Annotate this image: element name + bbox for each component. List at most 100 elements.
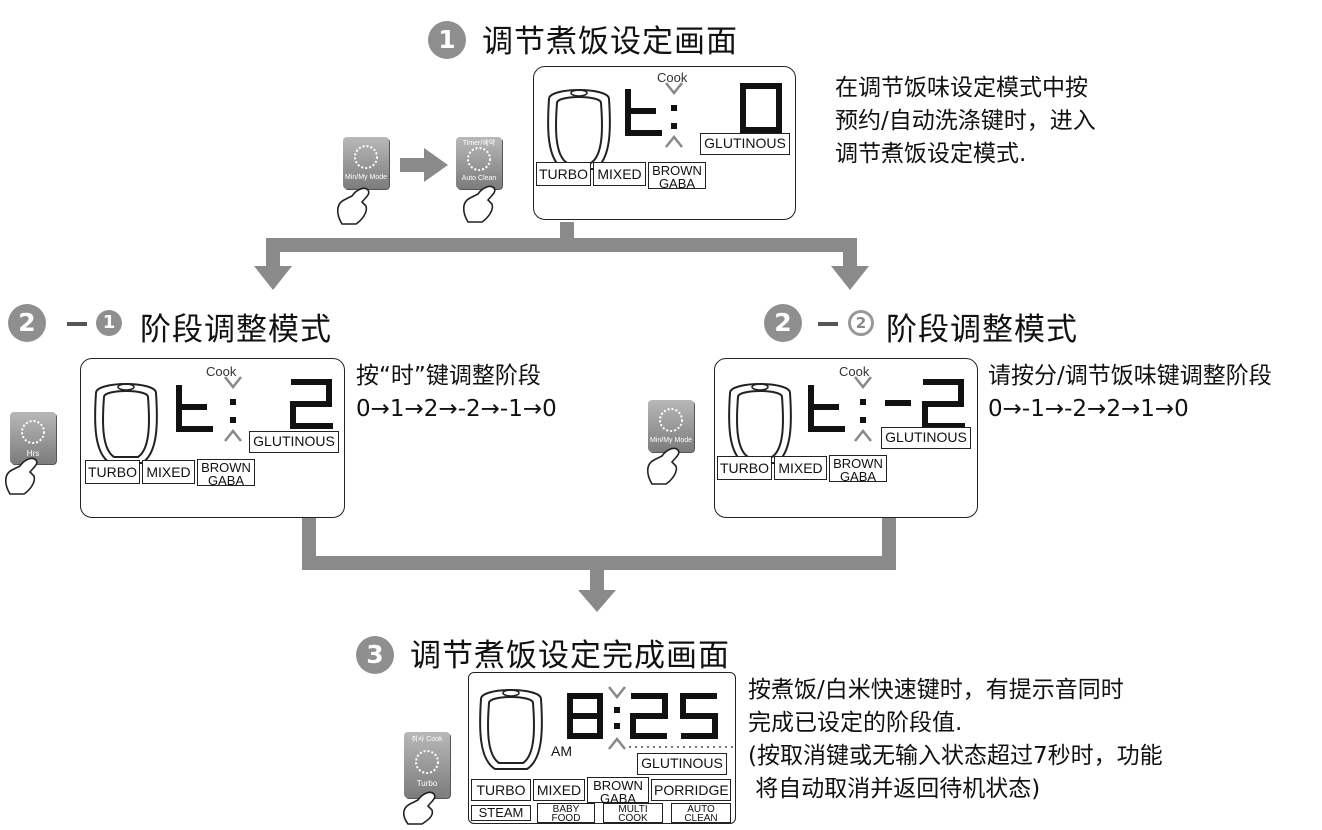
cook-indicator: Cook: [839, 364, 870, 379]
step2b-description: 请按分/调节饭味键调整阶段 0→-1→-2→2→1→0: [988, 360, 1272, 426]
timer-label: Timer/예약: [462, 140, 496, 147]
step2b-dash: [818, 322, 838, 326]
multi-cook-label: MULTI COOK: [603, 803, 663, 824]
turbo-label: TURBO: [717, 456, 772, 480]
button-ring-icon: [21, 420, 45, 444]
min-my-mode-label: Min/My Mode: [344, 174, 387, 181]
step1-desc-line1: 在调节饭味设定模式中按: [835, 75, 1088, 101]
brown-gaba-label: BROWN GABA: [587, 777, 649, 806]
min-my-mode-button[interactable]: Min/My Mode: [343, 137, 389, 189]
cook-turbo-button[interactable]: 취사 Cook Turbo: [404, 732, 450, 798]
cook-text: COOK: [618, 813, 648, 824]
glutinous-label: GLUTINOUS: [637, 753, 727, 775]
segment-digit-8: [567, 693, 603, 739]
step3-desc-line2: 完成已设定的阶段值.: [748, 710, 963, 736]
brown-gaba-label: BROWN GABA: [197, 459, 255, 488]
brown-gaba-label: BROWN GABA: [829, 455, 887, 484]
segment-digit-t: [808, 385, 845, 432]
food-text: FOOD: [551, 813, 581, 824]
cook-chevrons: [665, 82, 683, 148]
cook-indicator: Cook: [657, 70, 688, 85]
step2b-sub-badge: 2: [848, 310, 874, 336]
rice-cooker-pot-icon: [728, 383, 792, 464]
turbo-label: TURBO: [471, 779, 531, 801]
rice-cooker-pot-icon: [479, 689, 543, 770]
button-ring-icon: [354, 145, 378, 169]
segment-digit-t: [625, 89, 662, 136]
rice-cooker-pot-icon: [94, 383, 158, 464]
step1-desc-line3: 调节煮饭设定模式.: [835, 141, 1027, 167]
auto-clean-label: Auto Clean: [461, 175, 497, 182]
segment-minus: [885, 400, 911, 406]
step1-title: 调节煮饭设定画面: [482, 24, 738, 60]
cook-chevrons: [608, 686, 626, 750]
step2a-number-badge: 2: [8, 304, 46, 342]
segment-digit-5: [680, 693, 718, 739]
baby-food-label: BABY FOOD: [537, 803, 595, 824]
multi-text: MULTI: [618, 804, 648, 815]
auto-clean-label: AUTO CLEAN: [671, 803, 731, 824]
gaba-text: GABA: [599, 791, 637, 806]
baby-text: BABY: [552, 804, 580, 815]
segment-digit-t: [176, 385, 213, 432]
brown-text: BROWN: [652, 163, 702, 178]
step2b-desc-line2: 0→-1→-2→2→1→0: [988, 396, 1189, 422]
segment-digit-2: [922, 379, 965, 429]
step2b-number-badge: 2: [764, 304, 802, 342]
brown-text: BROWN: [201, 460, 251, 475]
min-my-mode-button[interactable]: Min/My Mode: [648, 400, 694, 452]
cook-chevrons: [224, 376, 242, 442]
step3-title: 调节煮饭设定完成画面: [410, 638, 730, 674]
step1-number-badge: 1: [428, 21, 466, 59]
step2b-title: 阶段调整模式: [886, 312, 1078, 348]
porridge-label: PORRIDGE: [651, 779, 731, 801]
glutinous-label: GLUTINOUS: [700, 133, 790, 155]
level-dots: [629, 746, 733, 748]
turbo-label: TURBO: [536, 162, 591, 186]
am-indicator: AM: [551, 743, 572, 759]
gaba-text: GABA: [207, 473, 245, 488]
step2a-desc-line1: 按“时”键调整阶段: [356, 363, 541, 389]
hand-pointer-icon: [336, 187, 370, 225]
step2a-title: 阶段调整模式: [140, 312, 332, 348]
button-ring-icon: [659, 408, 683, 432]
segment-digit-0: [740, 83, 782, 133]
turbo-label: TURBO: [85, 460, 140, 484]
steam-label: STEAM: [471, 805, 531, 821]
step1-desc-line2: 预约/自动洗涤键时，进入: [835, 108, 1096, 134]
gaba-text: GABA: [658, 176, 696, 191]
hrs-button[interactable]: Hrs: [10, 412, 56, 464]
clean-text: CLEAN: [684, 813, 718, 824]
hrs-label: Hrs: [26, 449, 40, 458]
hand-pointer-icon: [646, 447, 680, 485]
step2a-description: 按“时”键调整阶段 0→1→2→-2→-1→0: [356, 360, 557, 426]
gaba-text: GABA: [839, 469, 877, 484]
right-arrow-icon: [400, 148, 448, 182]
hand-pointer-icon: [462, 185, 496, 223]
step2a-dash: [67, 322, 87, 326]
mixed-label: MIXED: [593, 162, 646, 186]
step2a-sub-badge: 1: [96, 310, 122, 336]
step1-lcd-screen: Cook GLUTINOUS TURBO MIXED BROWN GABA: [533, 66, 796, 220]
step2b-lcd-screen: Cook GLUTINOUS TURBO MIXED BROWN GABA: [714, 358, 978, 518]
step3-description: 按煮饭/白米快速键时，有提示音同时 完成已设定的阶段值. (按取消键或无输入状态…: [748, 674, 1163, 806]
mixed-label: MIXED: [774, 456, 827, 480]
hand-pointer-icon: [4, 457, 38, 495]
step3-number-badge: 3: [356, 636, 394, 674]
brown-gaba-label: BROWN GABA: [648, 162, 706, 191]
brown-text: BROWN: [833, 456, 883, 471]
button-ring-icon: [467, 147, 491, 171]
step1-description: 在调节饭味设定模式中按 预约/自动洗涤键时，进入 调节煮饭设定模式.: [835, 72, 1096, 171]
hand-pointer-icon: [402, 791, 436, 825]
cook-indicator: Cook: [206, 364, 237, 379]
step2a-desc-line2: 0→1→2→-2→-1→0: [356, 396, 557, 422]
step2a-lcd-screen: Cook GLUTINOUS TURBO MIXED BROWN GABA: [80, 358, 345, 518]
mixed-label: MIXED: [142, 460, 195, 484]
rice-cooker-pot-icon: [547, 89, 611, 170]
button-ring-icon: [415, 750, 439, 774]
mixed-label: MIXED: [533, 779, 585, 801]
step3-desc-line1: 按煮饭/白米快速键时，有提示音同时: [748, 677, 1124, 703]
brown-text: BROWN: [593, 778, 643, 793]
auto-text: AUTO: [687, 804, 715, 815]
timer-auto-clean-button[interactable]: Timer/예약 Auto Clean: [456, 137, 502, 189]
